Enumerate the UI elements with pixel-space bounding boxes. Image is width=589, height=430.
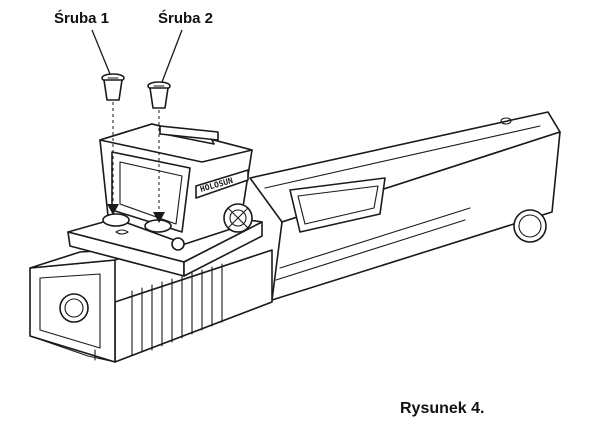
figure-caption: Rysunek 4.	[400, 400, 485, 417]
label-screw-1: Śruba 1	[54, 10, 110, 27]
leader-line-screw-2	[161, 29, 183, 83]
leader-line-screw-1	[91, 29, 111, 75]
arrow-screw-1	[107, 204, 119, 215]
pistol-slide	[29, 111, 561, 363]
label-screw-2: Śruba 2	[158, 10, 214, 27]
screw-1	[101, 73, 125, 204]
screw-2	[147, 81, 171, 212]
red-dot-sight: HOLOSUN	[67, 123, 263, 277]
arrow-screw-2	[153, 212, 165, 223]
